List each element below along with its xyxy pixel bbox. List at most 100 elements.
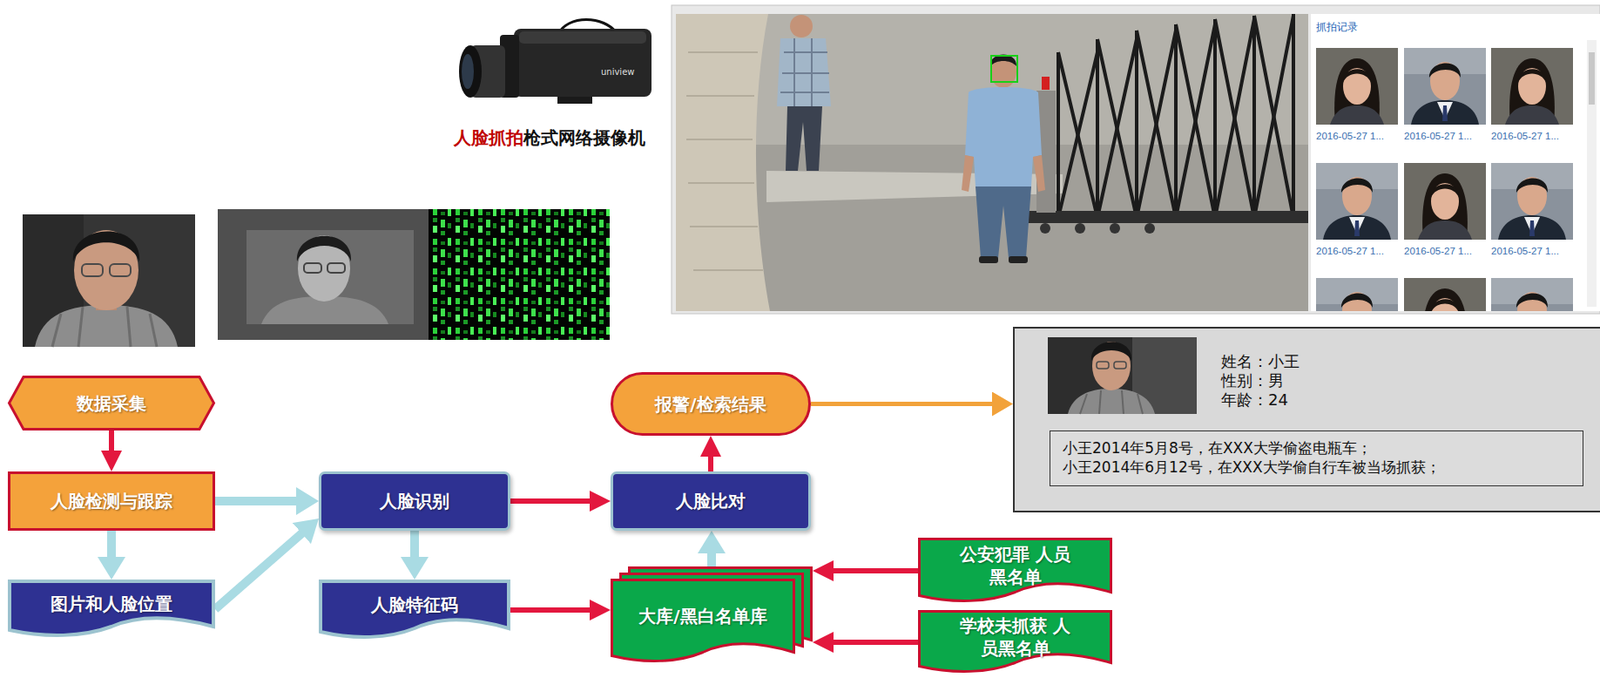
illustration-part bbox=[1058, 15, 1294, 218]
illustration-part bbox=[1491, 162, 1573, 240]
illustration-part bbox=[519, 31, 647, 44]
node-text-group: 公安犯罪 人员黑名单 bbox=[918, 537, 1113, 594]
illustration-part bbox=[1027, 210, 1309, 223]
illustration-part bbox=[675, 13, 1309, 311]
illustration-part bbox=[459, 45, 482, 98]
info-text: 年龄：24 bbox=[1221, 390, 1300, 410]
illustration-part bbox=[671, 5, 1600, 314]
illustration-part bbox=[246, 229, 414, 325]
terminal-box: 报警/检索结果 bbox=[610, 371, 811, 436]
document-outline bbox=[919, 611, 1112, 672]
face-photo bbox=[1047, 337, 1197, 414]
illustration-part bbox=[81, 263, 103, 277]
illustration-part bbox=[1588, 52, 1595, 105]
illustration-part bbox=[1067, 388, 1155, 414]
timestamp: 2016-05-27 1... bbox=[1404, 245, 1472, 258]
illustration-part bbox=[1404, 47, 1486, 125]
illustration-part bbox=[22, 214, 196, 347]
connector-arrow bbox=[107, 530, 116, 558]
node-text-group: 人脸识别 bbox=[321, 473, 508, 528]
feature-extraction-image bbox=[217, 209, 610, 340]
timestamp: 2016-05-27 1... bbox=[1491, 130, 1560, 143]
timestamp: 2016-05-27 1... bbox=[1316, 245, 1384, 258]
illustration-part bbox=[109, 263, 131, 277]
start-hexagon: 数据采集 bbox=[7, 375, 216, 431]
illustration-part bbox=[1113, 361, 1127, 369]
connector-arrow bbox=[707, 552, 716, 567]
node-label: 公安犯罪 人员黑名单 bbox=[958, 542, 1073, 588]
document-box: 公安犯罪 人员黑名单 bbox=[918, 537, 1113, 604]
illustration-part bbox=[1096, 361, 1109, 369]
illustration-part bbox=[73, 230, 140, 262]
node-label: 图片和人脸位置 bbox=[50, 592, 173, 615]
timestamp: 2016-05-27 1... bbox=[1316, 130, 1384, 143]
illustration-part bbox=[1080, 390, 1143, 414]
illustration-part bbox=[1058, 15, 1294, 218]
document-outline bbox=[612, 580, 795, 662]
node-text-group: 大库/黑白名单库 bbox=[610, 578, 796, 654]
connector-arrow bbox=[810, 401, 993, 406]
illustration-part bbox=[1041, 76, 1050, 90]
illustration-part bbox=[1316, 47, 1398, 125]
node-label: 学校未抓获 人员黑名单 bbox=[958, 614, 1073, 660]
document-outline bbox=[320, 580, 509, 637]
illustration-part bbox=[991, 55, 1018, 82]
illustration-part bbox=[1404, 277, 1486, 311]
illustration-part bbox=[789, 14, 813, 38]
illustration-part bbox=[34, 304, 178, 347]
node-label: 大库/黑白名单库 bbox=[638, 604, 767, 628]
info-text: 性别：男 bbox=[1221, 371, 1300, 391]
gate bbox=[1058, 13, 1294, 218]
node-text-group: 小王2014年5月8号，在XXX大学偷盗电瓶车；小王2014年6月12号，在XX… bbox=[1062, 438, 1571, 477]
connector-arrow bbox=[215, 532, 303, 609]
node-text-group: 学校未抓获 人员黑名单 bbox=[918, 609, 1113, 664]
connector-arrow bbox=[510, 607, 591, 613]
illustration-part bbox=[961, 155, 1046, 192]
illustration-part bbox=[1491, 277, 1573, 311]
connector-arrow bbox=[410, 530, 419, 558]
illustration-part bbox=[1316, 162, 1398, 240]
node-label: 人脸比对 bbox=[675, 489, 746, 513]
node-text-group: 人脸特征码 bbox=[318, 579, 511, 630]
illustration-part bbox=[1491, 47, 1573, 125]
illustration-part bbox=[1144, 222, 1155, 234]
illustration-part bbox=[52, 306, 157, 347]
illustration-part bbox=[1008, 256, 1028, 264]
thumbnail-row bbox=[1316, 277, 1573, 311]
illustration-part bbox=[1039, 222, 1051, 234]
hexagon-outline bbox=[9, 377, 215, 430]
illustration-part bbox=[1058, 13, 1294, 218]
illustration-part bbox=[1586, 40, 1597, 307]
info-text: 小王2014年6月12号，在XXX大学偷自行车被当场抓获； bbox=[1062, 457, 1571, 477]
illustration-part bbox=[1074, 222, 1086, 234]
node-label: 数据采集 bbox=[76, 391, 147, 415]
camera-label: 人脸抓拍 bbox=[453, 127, 524, 149]
process-box: 人脸识别 bbox=[318, 471, 511, 531]
illustration-part bbox=[785, 106, 823, 171]
illustration-part bbox=[780, 38, 830, 107]
document-box: 学校未抓获 人员黑名单 bbox=[918, 609, 1113, 675]
document-box: 人脸特征码 bbox=[318, 579, 511, 641]
illustration-part bbox=[297, 236, 352, 262]
info-text: 姓名：小王 bbox=[1221, 351, 1300, 372]
connector-arrow bbox=[832, 567, 919, 574]
illustration-part bbox=[990, 54, 1017, 88]
document-outline bbox=[919, 539, 1112, 601]
connector-arrow bbox=[108, 430, 115, 452]
timestamp: 2016-05-27 1... bbox=[1404, 130, 1472, 143]
illustration-part bbox=[978, 256, 999, 264]
document-outline bbox=[9, 580, 214, 635]
illustration-part bbox=[686, 52, 763, 271]
node-text-group: 图片和人脸位置 bbox=[7, 579, 216, 628]
node-label: 人脸检测与跟踪 bbox=[50, 489, 173, 513]
illustration-part bbox=[327, 263, 345, 273]
info-text: 小王2014年5月8号，在XXX大学偷盗电瓶车； bbox=[1062, 438, 1571, 458]
node-label: 人脸识别 bbox=[379, 489, 450, 513]
illustration-part bbox=[1316, 277, 1398, 311]
illustration-part bbox=[303, 263, 322, 273]
connector-arrow bbox=[215, 496, 298, 506]
illustration-part bbox=[217, 209, 610, 340]
node-text-group: 人脸比对 bbox=[613, 473, 809, 528]
panel-title: 抓拍记录 bbox=[1316, 20, 1358, 34]
